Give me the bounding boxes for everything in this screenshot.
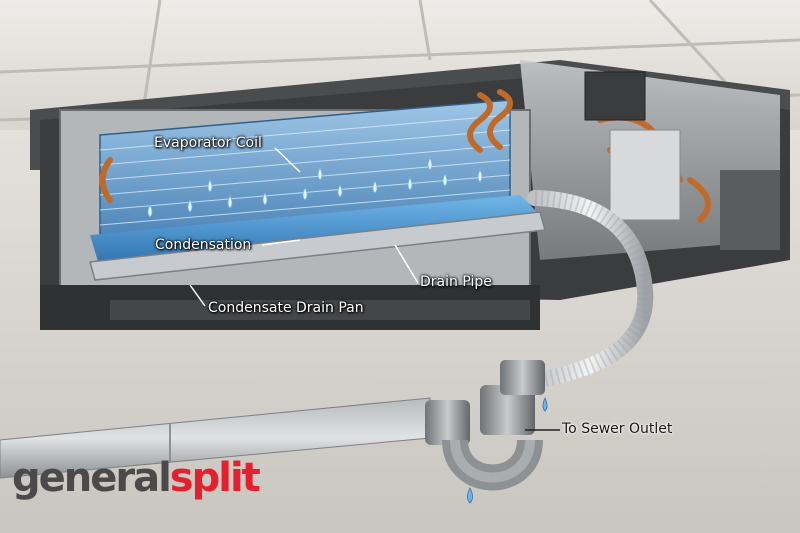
leader-lines bbox=[189, 147, 419, 307]
logo-part-general: general bbox=[12, 455, 172, 501]
label-drain-pipe: Drain Pipe bbox=[420, 274, 492, 290]
valve-assembly bbox=[609, 129, 681, 221]
condensation-droplets bbox=[147, 157, 483, 218]
condensate-drain-pan bbox=[89, 195, 546, 281]
falling-droplets bbox=[467, 397, 548, 504]
label-condensate-drain-pan: Condensate Drain Pan bbox=[208, 300, 364, 316]
control-box bbox=[584, 71, 646, 121]
logo-part-split: split bbox=[169, 455, 261, 501]
flexible-drain-hose bbox=[527, 190, 654, 388]
brand-logo: generalsplit bbox=[12, 455, 261, 501]
p-trap bbox=[425, 360, 545, 491]
label-condensation: Condensation bbox=[155, 237, 252, 253]
electrical-box bbox=[720, 170, 780, 250]
label-to-sewer-outlet: To Sewer Outlet bbox=[562, 421, 673, 437]
evaporator-coil bbox=[99, 99, 511, 236]
label-evaporator-coil: Evaporator Coil bbox=[154, 135, 262, 151]
